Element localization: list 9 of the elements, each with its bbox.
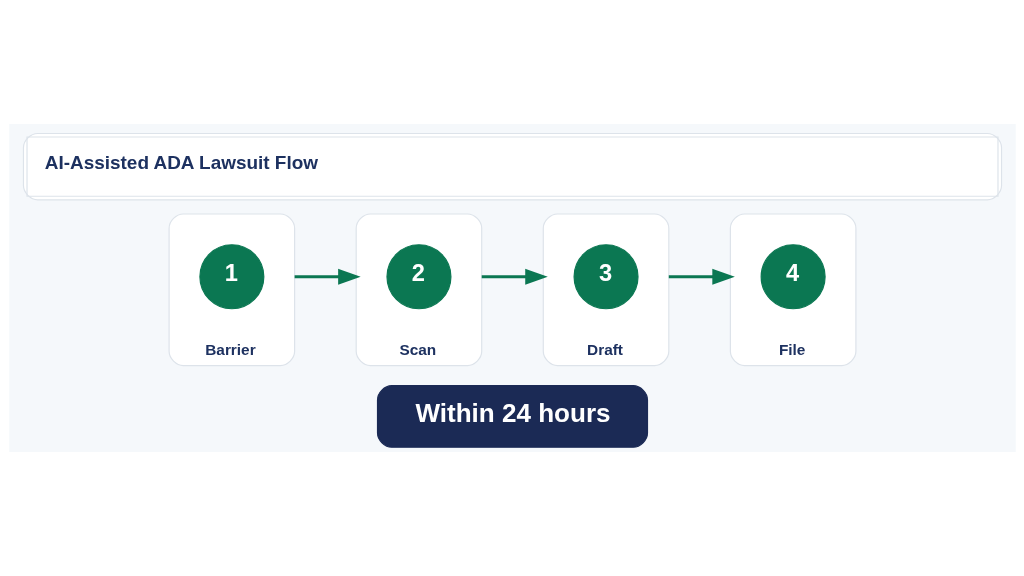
node-circle: 4 — [760, 244, 826, 310]
node-circle: 3 — [573, 244, 639, 310]
node-circle: 1 — [198, 244, 264, 310]
node-box: Within 24 hours — [376, 385, 648, 448]
arrow — [481, 268, 548, 285]
node-circle: 2 — [385, 244, 451, 310]
arrow — [668, 268, 735, 285]
arrow — [294, 268, 361, 285]
diagram-title: AI-Assisted ADA Lawsuit Flow — [44, 151, 318, 173]
